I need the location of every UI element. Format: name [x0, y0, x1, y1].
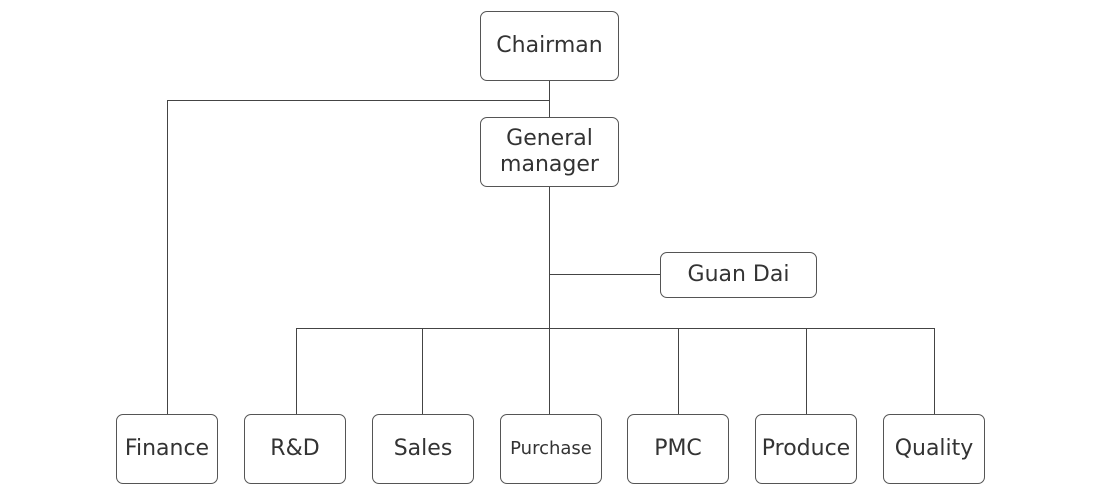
- node-general-manager-line1: General: [506, 125, 593, 151]
- finance-vertical-line: [167, 100, 168, 414]
- node-general-manager-line2: manager: [500, 152, 599, 177]
- node-chairman-label: Chairman: [496, 32, 603, 58]
- node-pmc-label: PMC: [654, 435, 702, 461]
- sales-vertical-line: [422, 328, 423, 414]
- node-sales: Sales: [372, 414, 474, 484]
- guan-dai-branch-line: [549, 274, 661, 275]
- chairman-to-gm-line: [549, 80, 550, 118]
- node-guan-dai-label: Guan Dai: [687, 261, 790, 287]
- node-finance-label: Finance: [124, 435, 210, 461]
- node-chairman: Chairman: [480, 11, 619, 81]
- finance-branch-line: [167, 100, 550, 101]
- node-produce-label: Produce: [761, 435, 851, 461]
- node-produce: Produce: [755, 414, 857, 484]
- pmc-vertical-line: [678, 328, 679, 414]
- node-guan-dai: Guan Dai: [660, 252, 817, 298]
- node-quality: Quality: [883, 414, 985, 484]
- rd-vertical-line: [296, 328, 297, 414]
- node-sales-label: Sales: [393, 435, 453, 461]
- produce-vertical-line: [806, 328, 807, 414]
- quality-vertical-line: [934, 328, 935, 414]
- node-purchase: Purchase: [500, 414, 602, 484]
- node-finance: Finance: [116, 414, 218, 484]
- node-purchase-label: Purchase: [510, 438, 592, 460]
- departments-horizontal-line: [296, 328, 935, 329]
- gm-main-vertical-line: [549, 187, 550, 414]
- node-pmc: PMC: [627, 414, 729, 484]
- node-rd: R&D: [244, 414, 346, 484]
- node-quality-label: Quality: [894, 435, 974, 461]
- node-rd-label: R&D: [270, 435, 320, 461]
- node-general-manager: General manager: [480, 117, 619, 187]
- node-general-manager-label: General manager: [500, 126, 599, 179]
